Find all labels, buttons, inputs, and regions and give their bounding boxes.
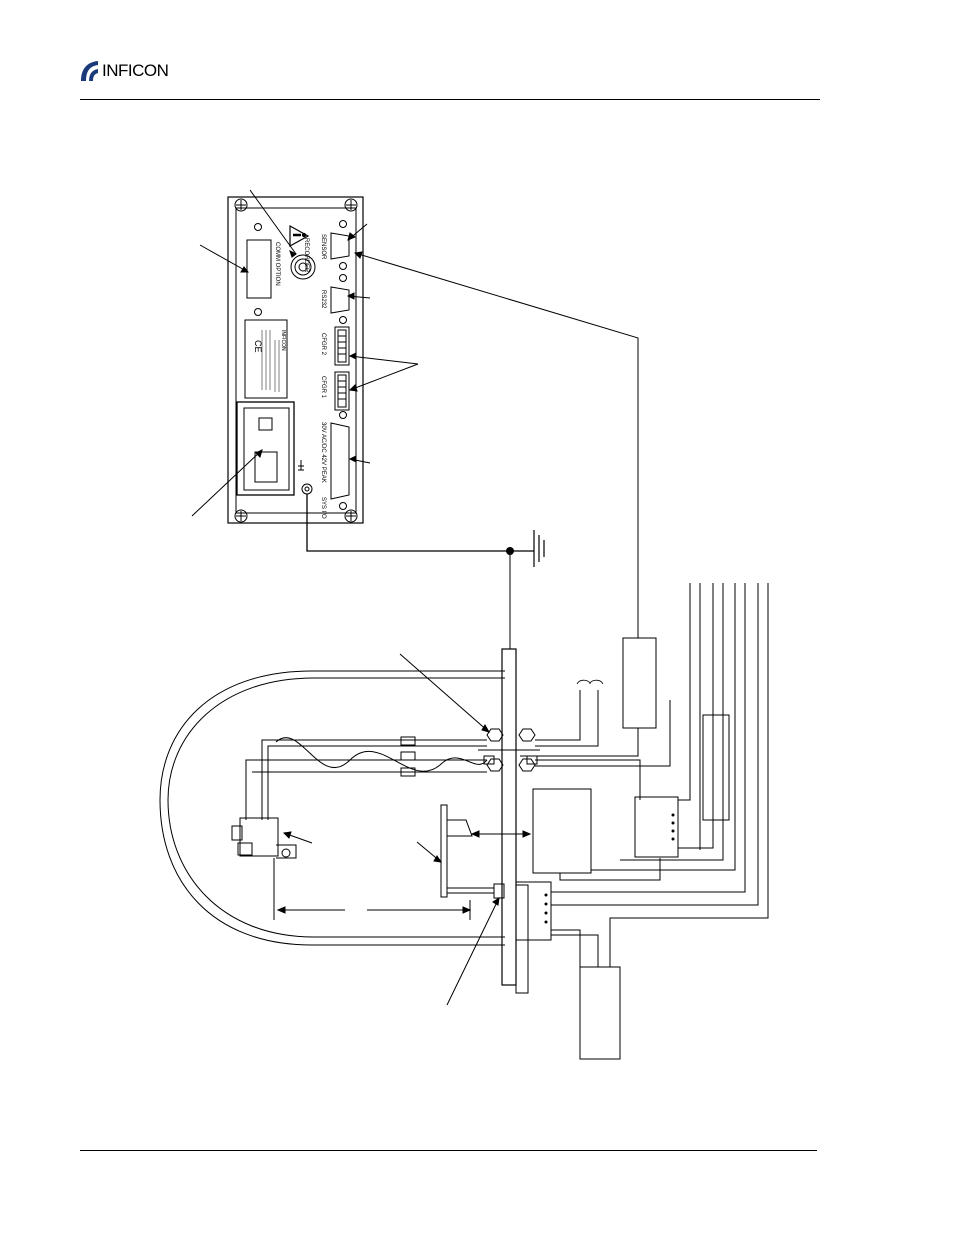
panel-screw [344,198,358,212]
comm-option-port [246,223,272,316]
panel-screw [344,509,358,523]
footer-rule [80,1150,817,1151]
sensor-label: SENSOR [320,234,326,260]
distance-arrow [470,830,532,838]
sensor-cable [353,251,657,757]
power-entry-module [236,401,295,496]
oscillator-box [622,637,657,729]
panel-logo: INFICON [280,330,286,351]
cfgr1-connector [334,371,350,411]
svg-text:CE: CE [253,340,263,353]
recorder-connector [290,254,316,280]
sys-io-connector [330,411,350,510]
cfgr2-connector [334,326,350,366]
feedthrough-nuts [478,728,540,772]
panel-screw [234,198,248,212]
comm-option-label: COMM OPTION [274,242,280,286]
supply-box [702,714,730,821]
vacuum-chamber [159,648,529,994]
water-lines [245,679,671,820]
rear-panel: CE INFICON [227,196,364,524]
sensor-connector [330,220,350,270]
panel-screw [234,509,248,523]
inficon-logo: INFICON [78,58,169,84]
actuator-leader [446,897,500,1006]
warning-icon [289,224,310,248]
sys-io-label: SYS I/O [320,497,326,519]
page-header: INFICON [0,0,954,110]
rs232-label: RS232 [320,290,326,309]
brand-name: INFICON [102,61,169,80]
ground-lug [298,460,313,495]
junction-block [515,881,552,941]
cable-bundle [551,583,769,967]
cfgr1-label: CFGR 1 [320,376,326,399]
recorder-label: RECORDER [303,238,309,273]
label-plate: CE INFICON [244,319,288,399]
feedthrough-flange [501,648,517,986]
sys-io-rating-label: 30V AC/DC 42V PEAK [320,422,326,483]
ground-wire [306,494,545,649]
source-box [634,796,679,858]
rs232-connector [330,274,350,324]
sensor-head [231,817,297,920]
spacing-arrow [276,900,472,920]
inficon-mark-icon [81,61,98,81]
power-supply-box [579,966,621,1060]
cfgr2-label: CFGR 2 [320,333,326,356]
feedthrough-leader [399,653,490,733]
control-box [532,788,592,874]
header-rule [80,99,820,100]
callout-leaders [191,189,419,517]
shutter [440,804,505,899]
